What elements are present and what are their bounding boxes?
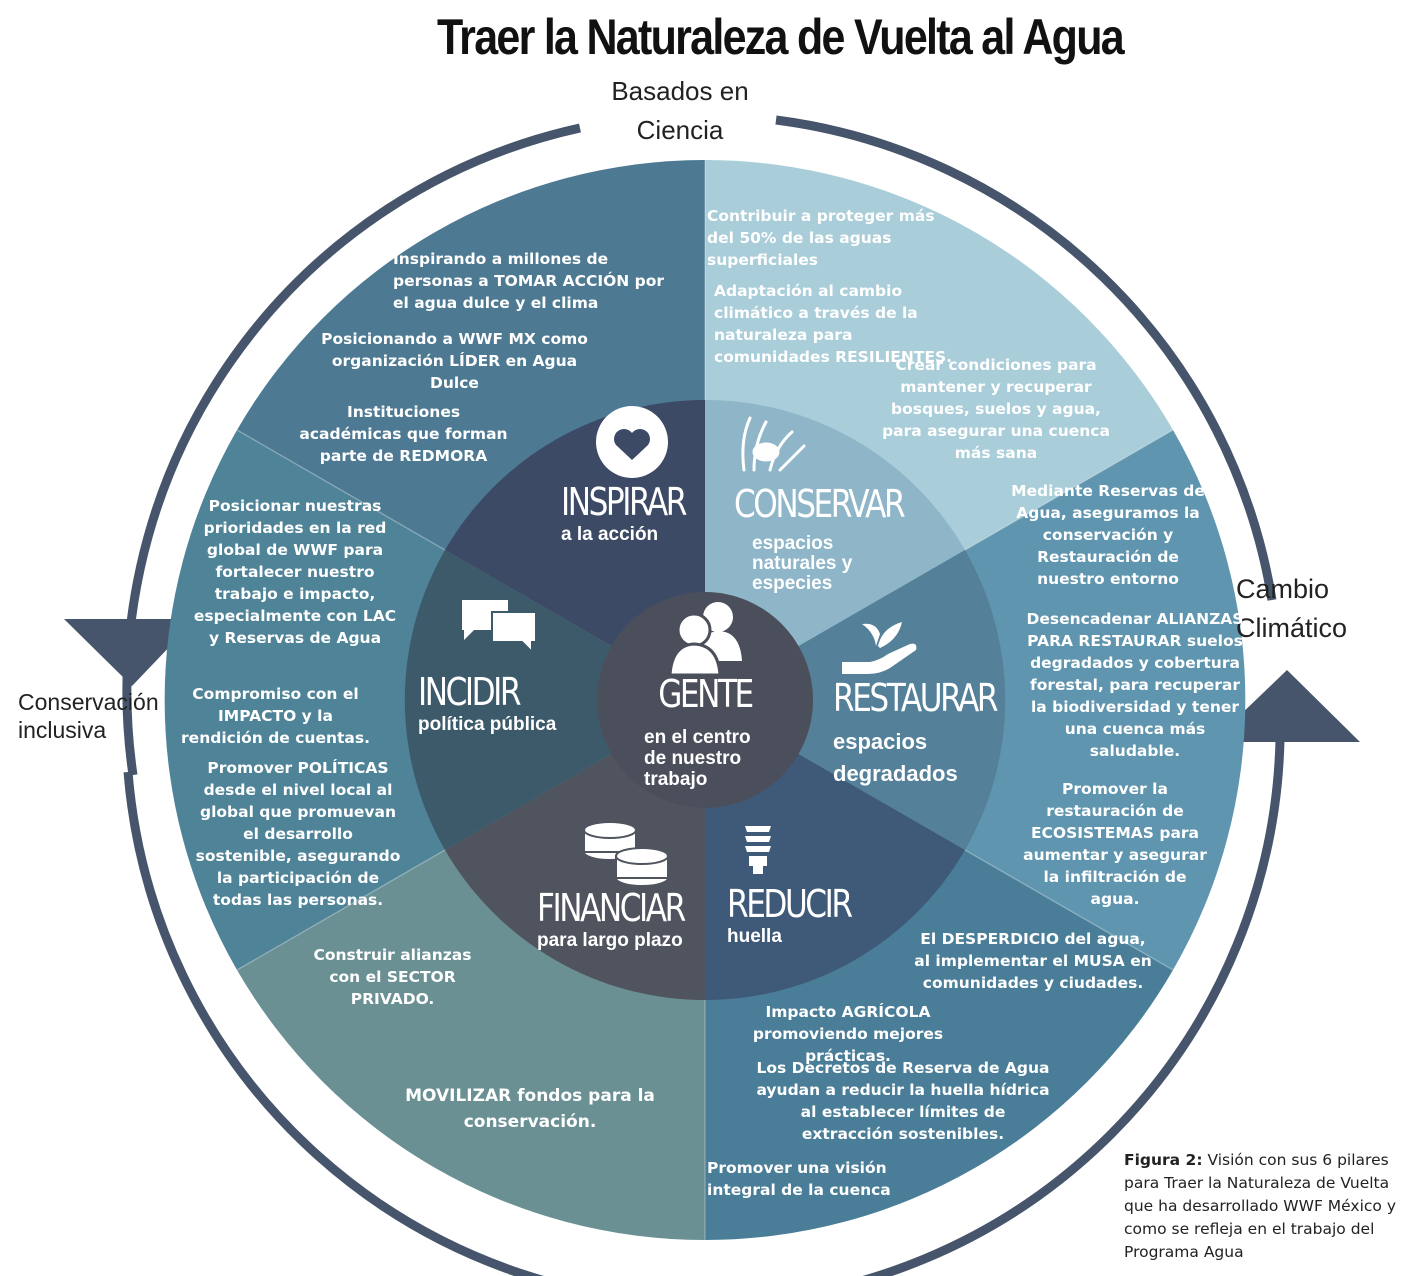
coral-fish-icon [741, 416, 806, 472]
center-subtitle: en el centro de nuestro trabajo [644, 727, 751, 790]
pillar-inspirar-subtitle: a la acción [561, 524, 659, 545]
center-name: GENTE [658, 672, 754, 716]
caption-text: Visión con sus 6 pilares para Traer la N… [1124, 1151, 1397, 1261]
center-circle [597, 592, 813, 808]
statement-reducir-3: Los Decretos de Reserva de Agua ayudan a… [756, 1059, 1050, 1143]
statement-inspirar-2: Posicionando a WWF MX como organización … [321, 330, 588, 392]
label-basados-en-ciencia: Basados en Ciencia [611, 76, 749, 145]
pillar-restaurar-name: RESTAURAR [833, 676, 999, 720]
pillar-financiar: FINANCIAR para largo plazo [537, 886, 716, 952]
statement-financiar-1: Construir alianzas con el SECTOR PRIVADO… [313, 946, 472, 1008]
pillar-financiar-subtitle: para largo plazo [537, 930, 683, 951]
statement-reducir-4: Promover una visión integral de la cuenc… [707, 1159, 891, 1199]
statement-financiar-2: MOVILIZAR fondos para la conservación. [405, 1086, 655, 1132]
coins-icon [583, 821, 669, 887]
statement-conservar-2: Adaptación al cambio climático a través … [714, 282, 953, 366]
pillar-conservar-subtitle: espacios naturales y especies [752, 533, 853, 594]
label-cambio-climatico: Cambio Climático [1236, 574, 1348, 644]
people-icon [668, 602, 742, 677]
pillar-incidir: INCIDIR política pública [418, 670, 556, 736]
pillar-conservar: CONSERVAR espacios naturales y especies [734, 482, 940, 594]
sector-dividers [236, 160, 1174, 1240]
pillar-inspirar-name: INSPIRAR [561, 480, 687, 524]
statement-incidir-1: Posicionar nuestras prioridades en la re… [193, 497, 397, 647]
caption-label: Figura 2: [1124, 1151, 1203, 1169]
pillar-restaurar-subtitle: espacios degradados [833, 729, 958, 786]
pillar-conservar-name: CONSERVAR [734, 482, 906, 526]
page-title: Traer la Naturaleza de Vuelta al Agua [437, 9, 1125, 65]
statement-inspirar-3: Instituciones académicas que forman part… [299, 403, 508, 465]
pillar-inspirar: INSPIRAR a la acción [561, 480, 712, 546]
statement-conservar-3: Crear condiciones para mantener y recupe… [882, 356, 1110, 462]
statement-incidir-2: Compromiso con el IMPACTO y la rendición… [181, 685, 370, 747]
statement-inspirar-1: Inspirando a millones de personas a TOMA… [393, 250, 665, 312]
pillar-restaurar: RESTAURAR espacios degradados [833, 676, 1032, 790]
statement-conservar-1: Contribuir a proteger más del 50% de las… [707, 207, 935, 269]
speech-bubbles-icon [462, 600, 537, 655]
pillar-financiar-name: FINANCIAR [537, 886, 686, 930]
heart-icon [596, 406, 668, 478]
label-conservacion-inclusiva: Conservación inclusiva [18, 689, 159, 744]
statement-restaurar-1: Mediante Reservas de Agua, aseguramos la… [1011, 482, 1205, 588]
lightbulb-icon [745, 826, 771, 874]
pillar-reducir: REDUCIR huella [727, 882, 878, 948]
statement-incidir-3: Promover POLÍTICAS desde el nivel local … [195, 759, 401, 909]
center-label: GENTE [640, 672, 770, 716]
pillar-incidir-subtitle: política pública [418, 714, 557, 735]
statement-restaurar-2: Desencadenar ALIANZAS PARA RESTAURAR sue… [1026, 610, 1244, 760]
pillar-reducir-name: REDUCIR [727, 882, 853, 926]
figure-caption: Figura 2: Visión con sus 6 pilares para … [1124, 1149, 1417, 1264]
hand-plant-icon [842, 622, 917, 674]
sector-restaurar-inner [705, 550, 1006, 850]
statement-reducir-1: El DESPERDICIO del agua, al implementar … [914, 930, 1152, 992]
pillar-reducir-subtitle: huella [727, 926, 782, 947]
arrow-up-right [1212, 670, 1360, 742]
arrow-down-left [64, 619, 196, 686]
statement-restaurar-3: Promover la restauración de ECOSISTEMAS … [1023, 780, 1207, 908]
statement-reducir-2: Impacto AGRÍCOLA promoviendo mejores prá… [752, 1003, 944, 1065]
pillar-incidir-name: INCIDIR [418, 670, 522, 714]
